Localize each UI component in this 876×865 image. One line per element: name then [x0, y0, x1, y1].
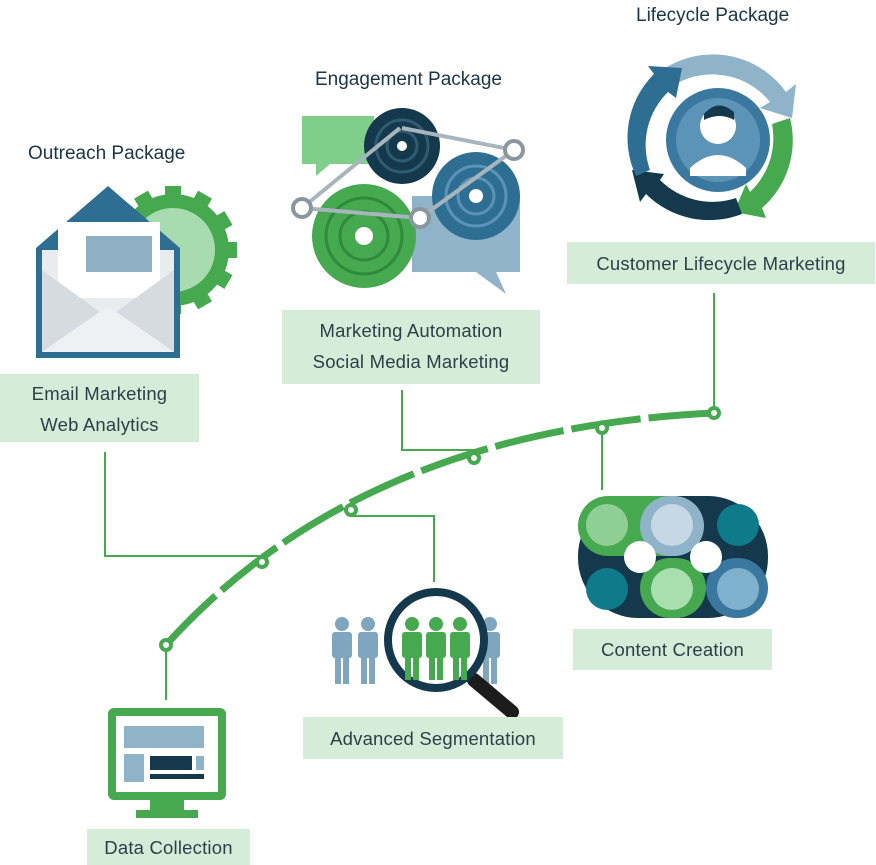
connector-outreach	[104, 452, 262, 557]
feature-social-media-marketing: Social Media Marketing	[312, 351, 510, 372]
timeline-arc	[163, 409, 715, 648]
timeline-node	[467, 451, 481, 465]
envelope-icon	[36, 186, 237, 358]
engagement-package-title: Engagement Package	[315, 69, 502, 90]
feature-marketing-automation: Marketing Automation	[319, 320, 503, 341]
lifecycle-package-title: Lifecycle Package	[636, 5, 790, 26]
feature-web-analytics: Web Analytics	[40, 414, 159, 435]
timeline-node	[344, 503, 358, 517]
feature-email-marketing: Email Marketing	[31, 383, 168, 404]
magnifier-people-icon	[332, 588, 519, 719]
connector-engagement	[401, 390, 474, 451]
stage-advanced-segmentation: Advanced Segmentation	[303, 717, 563, 759]
connector-segmentation	[351, 515, 435, 582]
feature-customer-lifecycle-marketing: Customer Lifecycle Marketing	[596, 253, 846, 274]
timeline-nodes	[159, 406, 721, 652]
lifecycle-package-features: Customer Lifecycle Marketing	[567, 242, 875, 284]
stage-content-creation: Content Creation	[573, 629, 772, 670]
computer-monitor-icon	[108, 708, 226, 818]
connector-lines	[104, 293, 715, 700]
timeline-node	[159, 638, 173, 652]
timeline-node	[255, 555, 269, 569]
outreach-package-title: Outreach Package	[28, 143, 186, 164]
engagement-package-features: Marketing Automation Social Media Market…	[282, 310, 540, 384]
outreach-package-features: Email Marketing Web Analytics	[0, 374, 199, 442]
hub-network-icon	[578, 496, 768, 618]
lifecycle-cycle-icon	[627, 54, 796, 221]
timeline-node	[707, 406, 721, 420]
stage-data-collection: Data Collection	[87, 829, 250, 865]
timeline-node	[595, 421, 609, 435]
chat-bubbles-icon	[291, 108, 525, 294]
